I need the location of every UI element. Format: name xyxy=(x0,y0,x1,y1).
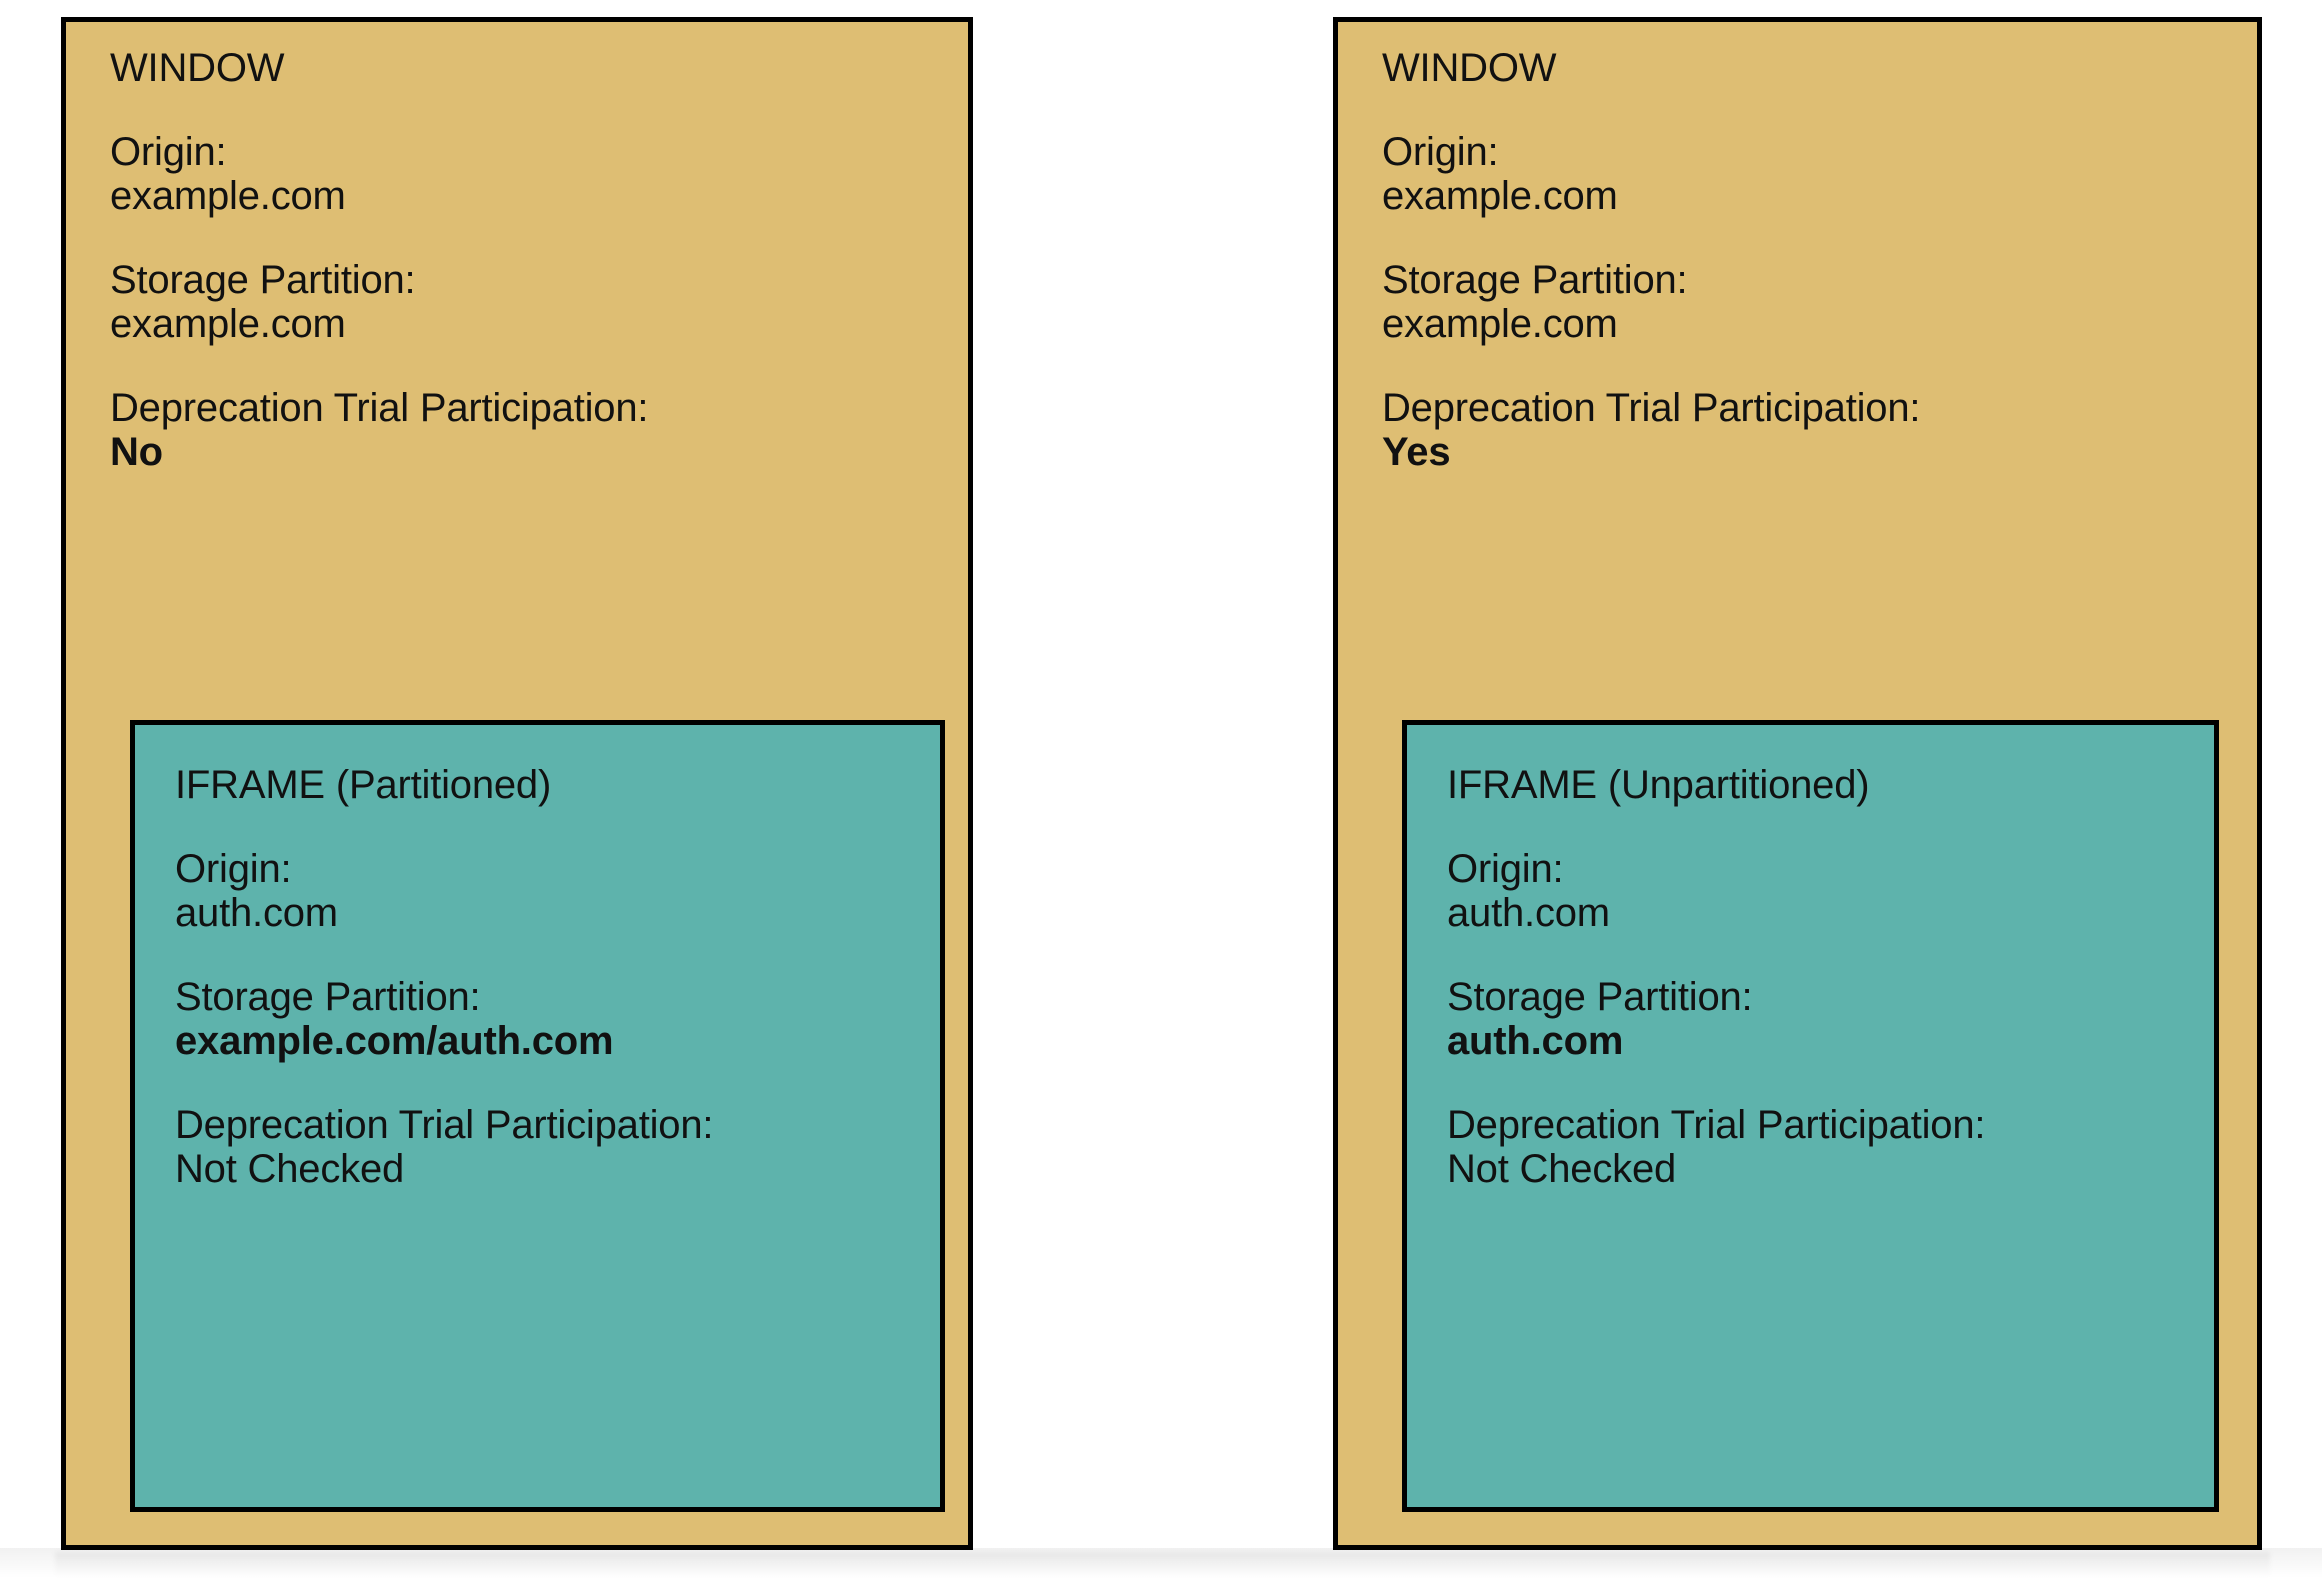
window-origin-label-left: Origin: xyxy=(110,130,227,174)
iframe-deprecation-trial-label-right: Deprecation Trial Participation: xyxy=(1447,1103,1986,1147)
iframe-heading-left: IFRAME (Partitioned) xyxy=(175,763,552,807)
iframe-storage-partition-block-right: Storage Partition: auth.com xyxy=(1447,975,2214,1063)
iframe-origin-label-right: Origin: xyxy=(1447,847,1564,891)
window-content-right: WINDOW Origin: example.com Storage Parti… xyxy=(1382,46,2257,474)
window-storage-partition-block-left: Storage Partition: example.com xyxy=(110,258,968,346)
iframe-content-left: IFRAME (Partitioned) Origin: auth.com St… xyxy=(175,763,940,1191)
iframe-content-right: IFRAME (Unpartitioned) Origin: auth.com … xyxy=(1447,763,2214,1191)
window-deprecation-trial-block-left: Deprecation Trial Participation: No xyxy=(110,386,968,474)
window-heading-right: WINDOW xyxy=(1382,46,1557,90)
window-deprecation-trial-label-left: Deprecation Trial Participation: xyxy=(110,386,649,430)
iframe-origin-block-right: Origin: auth.com xyxy=(1447,847,2214,935)
window-storage-partition-label-left: Storage Partition: xyxy=(110,258,416,302)
iframe-heading-right: IFRAME (Unpartitioned) xyxy=(1447,763,1870,807)
page-bottom-shadow xyxy=(0,1548,2322,1578)
iframe-box-left: IFRAME (Partitioned) Origin: auth.com St… xyxy=(130,720,945,1512)
iframe-storage-partition-label-right: Storage Partition: xyxy=(1447,975,1753,1019)
iframe-origin-value-left: auth.com xyxy=(175,891,338,935)
window-storage-partition-block-right: Storage Partition: example.com xyxy=(1382,258,2257,346)
window-origin-value-right: example.com xyxy=(1382,174,1618,218)
window-box-left: WINDOW Origin: example.com Storage Parti… xyxy=(61,17,973,1550)
iframe-storage-partition-value-left: example.com/auth.com xyxy=(175,1019,614,1063)
window-deprecation-trial-value-right: Yes xyxy=(1382,430,1451,474)
window-deprecation-trial-value-left: No xyxy=(110,430,163,474)
iframe-deprecation-trial-label-left: Deprecation Trial Participation: xyxy=(175,1103,714,1147)
iframe-deprecation-trial-block-left: Deprecation Trial Participation: Not Che… xyxy=(175,1103,940,1191)
iframe-deprecation-trial-value-left: Not Checked xyxy=(175,1147,405,1191)
iframe-storage-partition-block-left: Storage Partition: example.com/auth.com xyxy=(175,975,940,1063)
iframe-box-right: IFRAME (Unpartitioned) Origin: auth.com … xyxy=(1402,720,2219,1512)
window-heading-left: WINDOW xyxy=(110,46,285,90)
iframe-storage-partition-value-right: auth.com xyxy=(1447,1019,1624,1063)
window-origin-label-right: Origin: xyxy=(1382,130,1499,174)
window-origin-block-right: Origin: example.com xyxy=(1382,130,2257,218)
window-storage-partition-value-right: example.com xyxy=(1382,302,1618,346)
window-deprecation-trial-label-right: Deprecation Trial Participation: xyxy=(1382,386,1921,430)
iframe-deprecation-trial-value-right: Not Checked xyxy=(1447,1147,1677,1191)
window-content-left: WINDOW Origin: example.com Storage Parti… xyxy=(110,46,968,474)
iframe-storage-partition-label-left: Storage Partition: xyxy=(175,975,481,1019)
window-deprecation-trial-block-right: Deprecation Trial Participation: Yes xyxy=(1382,386,2257,474)
page-bottom-shadow-inner xyxy=(55,1552,2270,1578)
window-storage-partition-value-left: example.com xyxy=(110,302,346,346)
window-box-right: WINDOW Origin: example.com Storage Parti… xyxy=(1333,17,2262,1550)
iframe-origin-label-left: Origin: xyxy=(175,847,292,891)
window-origin-block-left: Origin: example.com xyxy=(110,130,968,218)
window-storage-partition-label-right: Storage Partition: xyxy=(1382,258,1688,302)
iframe-origin-value-right: auth.com xyxy=(1447,891,1610,935)
iframe-deprecation-trial-block-right: Deprecation Trial Participation: Not Che… xyxy=(1447,1103,2214,1191)
window-origin-value-left: example.com xyxy=(110,174,346,218)
iframe-origin-block-left: Origin: auth.com xyxy=(175,847,940,935)
